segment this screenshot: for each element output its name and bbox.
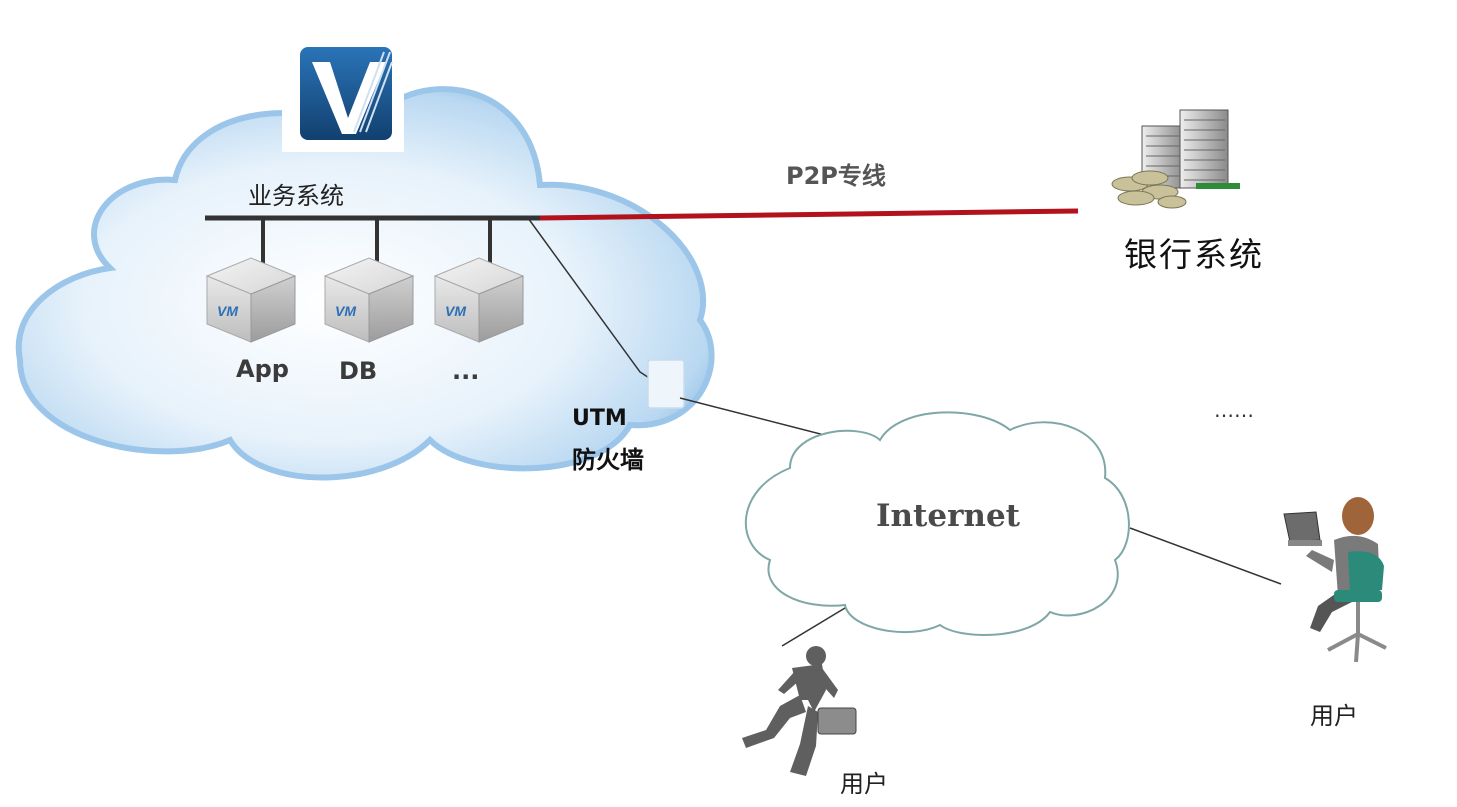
vm-cube-more: VM <box>433 257 525 343</box>
firewall-to-internet-line <box>679 397 837 439</box>
bank-building-icon <box>1111 109 1240 209</box>
internet-to-seated-user-line <box>1129 527 1282 585</box>
business-system-title: 业务系统 <box>248 182 344 210</box>
firewall-label: 防火墙 <box>572 446 644 474</box>
bank-system-label: 银行系统 <box>1124 235 1264 274</box>
utm-label: UTM <box>572 406 627 431</box>
internet-cloud <box>744 411 1130 636</box>
vm-cube-app: VM <box>205 257 297 343</box>
running-user-icon <box>742 646 857 776</box>
svg-text:VM: VM <box>335 303 356 319</box>
utm-firewall-device <box>647 359 685 409</box>
internet-to-runner-line <box>781 607 846 647</box>
svg-text:VM: VM <box>217 303 238 319</box>
vm-cube-db: VM <box>323 257 415 343</box>
more-users-ellipsis: …… <box>1214 398 1254 422</box>
vm-label-db: DB <box>339 357 378 385</box>
runner-user-label: 用户 <box>840 770 888 798</box>
seated-user-label: 用户 <box>1310 702 1358 730</box>
p2p-line-label: P2P专线 <box>786 162 886 190</box>
vendor-logo <box>282 38 404 152</box>
vm-label-app: App <box>236 355 289 383</box>
seated-user-icon <box>1283 497 1387 663</box>
p2p-line <box>539 208 1079 221</box>
vm-label-more: ... <box>452 357 480 385</box>
internet-label: Internet <box>876 498 1020 534</box>
svg-text:VM: VM <box>445 303 466 319</box>
